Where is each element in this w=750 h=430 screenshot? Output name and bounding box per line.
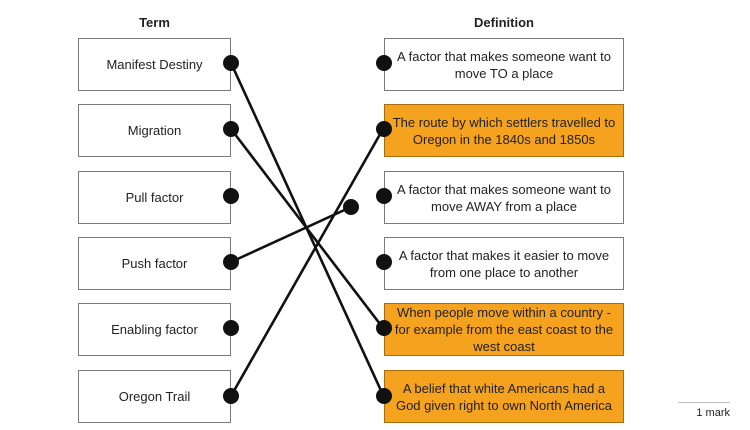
connection-line-manifest-destiny (229, 62, 385, 396)
term-migration[interactable]: Migration (78, 104, 231, 157)
connection-line-migration (229, 128, 385, 329)
term-label: Enabling factor (111, 322, 198, 337)
definition-manifest-belief[interactable]: A belief that white Americans had a God … (384, 370, 624, 423)
term-label: Pull factor (125, 190, 184, 205)
floating-drag-handle[interactable] (343, 199, 359, 215)
term-connector-dot[interactable] (223, 388, 239, 404)
term-connector-dot[interactable] (223, 121, 239, 137)
term-pull-factor[interactable]: Pull factor (78, 171, 231, 224)
definition-connector-dot[interactable] (376, 320, 392, 336)
definition-connector-dot[interactable] (376, 388, 392, 404)
definition-label: The route by which settlers travelled to… (392, 114, 616, 147)
term-connector-dot[interactable] (223, 254, 239, 270)
term-label: Push factor (121, 256, 188, 271)
definition-enabling[interactable]: A factor that makes it easier to move fr… (384, 237, 624, 290)
definition-column-header: Definition (474, 15, 534, 30)
term-push-factor[interactable]: Push factor (78, 237, 231, 290)
connection-line-oregon-trail (229, 128, 385, 397)
definition-label: A belief that white Americans had a God … (395, 380, 613, 413)
definition-oregon-route[interactable]: The route by which settlers travelled to… (384, 104, 624, 157)
definition-internal-migration[interactable]: When people move within a country - for … (384, 303, 624, 356)
term-oregon-trail[interactable]: Oregon Trail (78, 370, 231, 423)
definition-label: A factor that makes someone want to move… (397, 48, 611, 81)
definition-connector-dot[interactable] (376, 188, 392, 204)
term-label: Migration (127, 123, 182, 138)
definition-label: A factor that makes someone want to move… (397, 181, 611, 214)
connection-line-push-factor (230, 205, 352, 264)
definition-pull-to[interactable]: A factor that makes someone want to move… (384, 38, 624, 91)
term-connector-dot[interactable] (223, 55, 239, 71)
definition-push-away[interactable]: A factor that makes someone want to move… (384, 171, 624, 224)
definition-label: A factor that makes it easier to move fr… (398, 247, 610, 280)
term-manifest-destiny[interactable]: Manifest Destiny (78, 38, 231, 91)
term-enabling-factor[interactable]: Enabling factor (78, 303, 231, 356)
term-column-header: Term (139, 15, 170, 30)
term-label: Manifest Destiny (106, 57, 203, 72)
term-connector-dot[interactable] (223, 320, 239, 336)
definition-label: When people move within a country - for … (394, 305, 614, 354)
marks-label: 1 mark (678, 402, 730, 419)
definition-connector-dot[interactable] (376, 254, 392, 270)
definition-connector-dot[interactable] (376, 55, 392, 71)
definition-connector-dot[interactable] (376, 121, 392, 137)
term-label: Oregon Trail (118, 389, 191, 404)
term-connector-dot[interactable] (223, 188, 239, 204)
